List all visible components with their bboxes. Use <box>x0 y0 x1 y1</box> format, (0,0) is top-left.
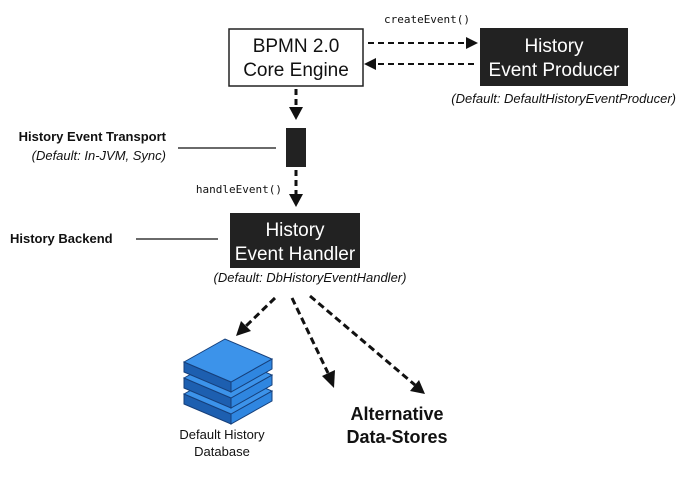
event-producer-line2: Event Producer <box>489 60 621 81</box>
core-engine-line1: BPMN 2.0 <box>253 36 340 57</box>
database-label-line1: Default History <box>179 427 265 442</box>
event-handler-line1: History <box>265 220 325 241</box>
engine-to-transport-arrow <box>289 89 303 120</box>
handler-to-alternative-arrow <box>309 294 425 394</box>
alternative-stores-line2: Data-Stores <box>346 427 447 447</box>
backend-label: History Backend <box>10 231 113 246</box>
alternative-stores-line1: Alternative <box>350 404 443 424</box>
handler-to-database-arrow <box>236 296 277 336</box>
handler-to-store-arrow <box>290 297 335 388</box>
transport-label: History Event Transport <box>19 129 167 144</box>
core-engine-node: BPMN 2.0 Core Engine <box>228 28 364 87</box>
create-event-label: createEvent() <box>384 13 470 26</box>
event-producer-default: (Default: DefaultHistoryEventProducer) <box>451 91 676 106</box>
event-handler-line2: Event Handler <box>235 244 356 265</box>
core-engine-line2: Core Engine <box>243 60 349 81</box>
database-label-line2: Database <box>194 444 250 459</box>
create-event-arrow <box>368 37 478 49</box>
event-transport-node <box>286 128 306 167</box>
event-handler-node: History Event Handler <box>230 213 360 268</box>
event-producer-line1: History <box>524 36 584 57</box>
event-return-arrow <box>364 58 474 70</box>
event-handler-default: (Default: DbHistoryEventHandler) <box>214 270 407 285</box>
event-producer-node: History Event Producer <box>480 28 628 86</box>
transport-default: (Default: In-JVM, Sync) <box>32 148 166 163</box>
transport-to-handler-arrow <box>289 170 303 207</box>
database-stack-icon <box>182 338 274 425</box>
handle-event-label: handleEvent() <box>196 183 282 196</box>
